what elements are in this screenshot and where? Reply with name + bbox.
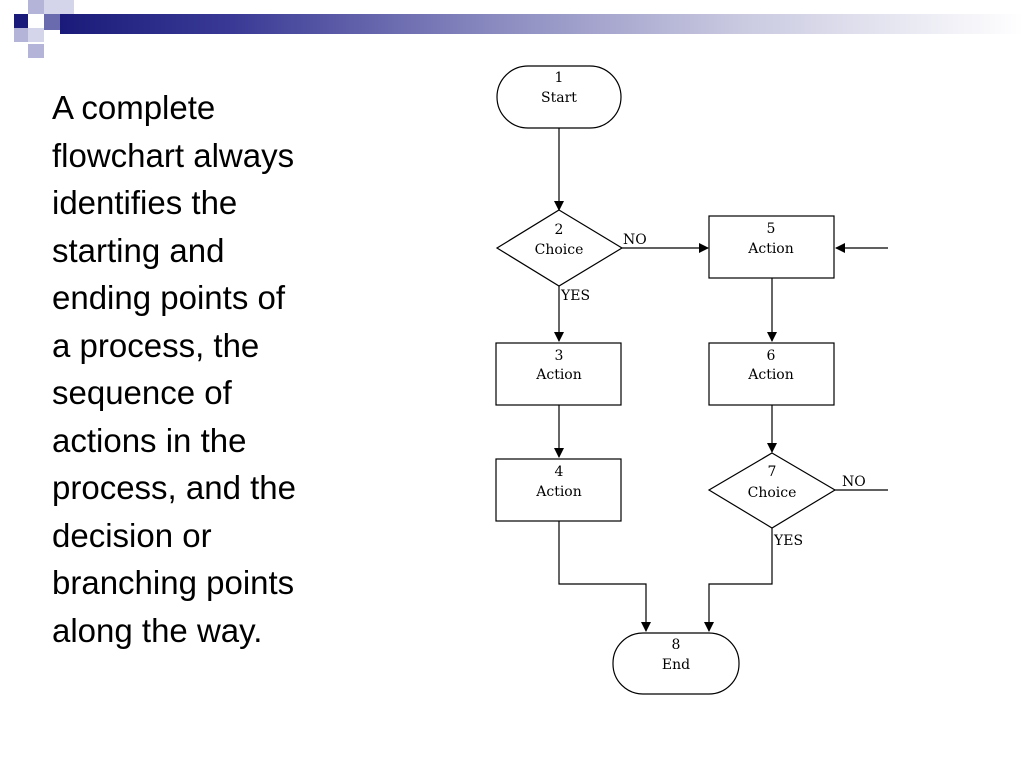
node-6-action: 6 Action: [708, 342, 835, 406]
edge-label-7-yes: YES: [773, 533, 803, 549]
node-3-number: 3: [555, 348, 564, 364]
edge-label-7-no: NO: [842, 474, 866, 490]
decor-square: [28, 44, 44, 58]
connector-4-to-8: [558, 521, 651, 632]
node-7-choice: 7 Choice: [707, 452, 837, 529]
node-5-number: 5: [767, 221, 776, 237]
node-7-label: Choice: [748, 485, 797, 501]
decor-square: [28, 28, 44, 42]
node-5-label: Action: [747, 241, 794, 257]
title-decoration-bar: [0, 0, 1024, 64]
node-4-label: Action: [535, 484, 582, 500]
node-8-end: 8 End: [612, 632, 740, 695]
decor-square: [44, 0, 60, 14]
decor-square: [14, 14, 28, 28]
node-3-label: Action: [535, 367, 582, 383]
node-4-action: 4 Action: [495, 458, 622, 522]
node-3-action: 3 Action: [495, 342, 622, 406]
node-7-number: 7: [768, 464, 777, 480]
decor-square: [60, 0, 74, 14]
node-1-label: Start: [541, 90, 577, 106]
node-2-number: 2: [555, 222, 564, 238]
edge-label-2-no: NO: [623, 232, 647, 248]
decor-square: [14, 28, 28, 42]
edge-label-2-yes: YES: [560, 288, 590, 304]
node-8-number: 8: [672, 637, 681, 653]
body-text: A complete flowchart always identifies t…: [52, 89, 296, 649]
node-5-action: 5 Action: [708, 215, 835, 279]
node-6-number: 6: [767, 348, 776, 364]
gradient-band: [60, 14, 1024, 34]
node-6-label: Action: [747, 367, 794, 383]
decor-square: [28, 0, 44, 14]
node-2-choice: 2 Choice: [495, 209, 624, 287]
node-2-label: Choice: [535, 242, 584, 258]
node-8-label: End: [662, 657, 690, 673]
connector-7-to-8: [704, 528, 773, 632]
node-1-start: 1 Start: [496, 65, 622, 129]
node-1-number: 1: [555, 70, 564, 86]
node-4-number: 4: [555, 464, 564, 480]
decor-square: [44, 14, 60, 30]
